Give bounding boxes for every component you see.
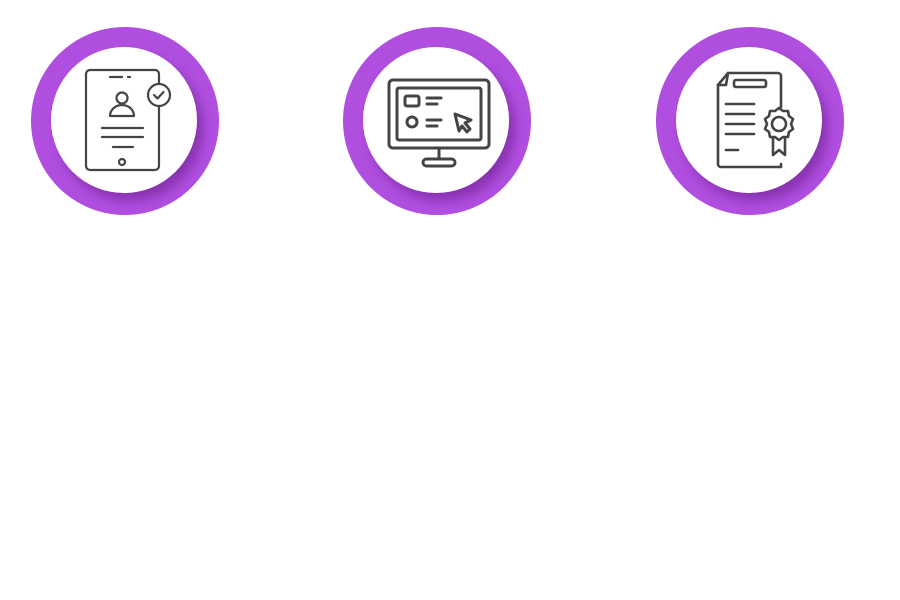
tablet-profile-verified-icon bbox=[84, 68, 172, 172]
badge-inner bbox=[51, 47, 197, 193]
badge-certificate bbox=[656, 27, 844, 215]
badge-inner bbox=[363, 47, 509, 193]
badge-inner bbox=[676, 47, 822, 193]
badge-monitor-dashboard bbox=[343, 27, 531, 215]
certificate-document-icon bbox=[716, 71, 795, 169]
badge-profile-verified bbox=[31, 27, 219, 215]
monitor-dashboard-cursor-icon bbox=[387, 78, 491, 168]
